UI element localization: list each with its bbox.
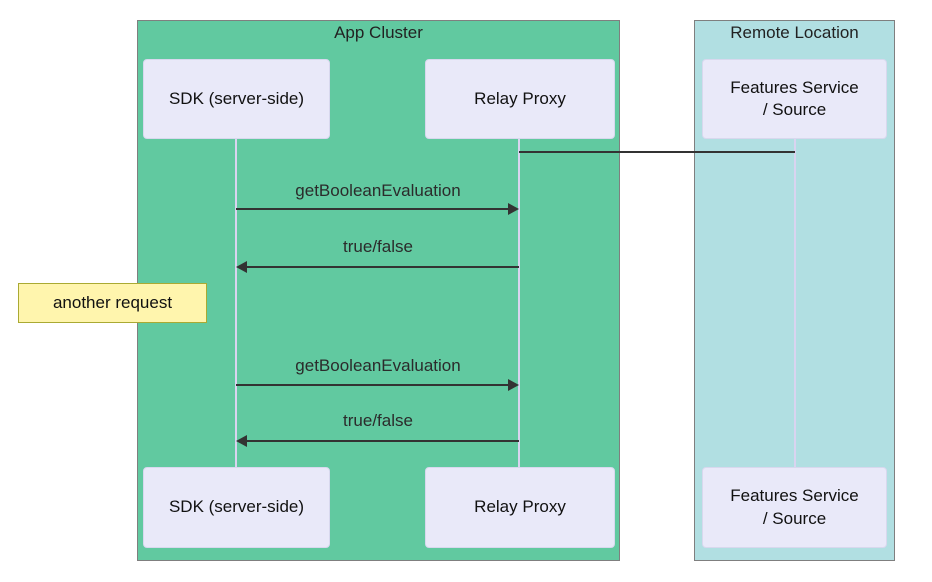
participant-label: SDK (server-side) — [168, 497, 305, 517]
arrowhead-right-icon — [508, 203, 519, 215]
participant-relay-proxy-bottom: Relay Proxy — [425, 467, 615, 548]
message-line-1 — [236, 208, 508, 210]
arrowhead-left-icon — [236, 261, 247, 273]
participant-label-line2: / Source — [762, 100, 827, 119]
lifeline-features-service — [794, 138, 796, 468]
remote-location-title: Remote Location — [730, 23, 859, 42]
message-line-4 — [247, 440, 519, 442]
participant-label: Relay Proxy — [474, 497, 566, 517]
note-label: another request — [52, 293, 173, 312]
lifeline-relay-proxy — [518, 138, 520, 467]
message-label-true-false-1: true/false — [343, 237, 413, 256]
app-cluster-title: App Cluster — [334, 23, 423, 42]
participant-sdk-bottom: SDK (server-side) — [143, 467, 330, 548]
message-line-3 — [236, 384, 508, 386]
arrowhead-left-icon — [236, 435, 247, 447]
participant-label: Relay Proxy — [474, 88, 566, 108]
participant-label-line2: / Source — [762, 508, 827, 528]
message-line-2 — [247, 266, 519, 268]
participant-features-service-bottom: Features Service / Source — [702, 467, 887, 548]
participant-sdk-top: SDK (server-side) — [143, 59, 330, 139]
message-label-true-false-2: true/false — [343, 411, 413, 430]
participant-label: SDK (server-side) — [168, 88, 305, 108]
participant-features-service-top: Features Service / Source — [702, 59, 887, 139]
arrowhead-right-icon — [508, 379, 519, 391]
message-label-get-boolean-evaluation-1: getBooleanEvaluation — [295, 181, 461, 200]
message-label-get-boolean-evaluation-2: getBooleanEvaluation — [295, 356, 461, 375]
participant-label-line1: Features Service — [730, 486, 859, 506]
participant-relay-proxy-top: Relay Proxy — [425, 59, 615, 139]
lifeline-sdk — [235, 138, 237, 467]
connector-line-relay-to-features — [519, 151, 795, 153]
participant-label-line1: Features Service — [730, 77, 859, 97]
note-another-request: another request — [18, 283, 207, 323]
